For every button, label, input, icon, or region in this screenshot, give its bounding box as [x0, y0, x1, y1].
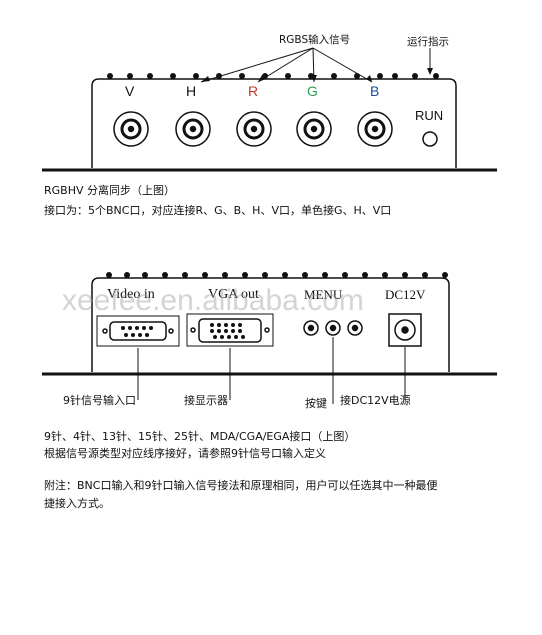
top-caption-line2: 接口为：5个BNC口，对应连接R、G、B、H、V口，单色接G、H、V口 — [44, 204, 392, 217]
bottom-caption-line1: 9针、4针、13针、15针、25针、MDA/CGA/EGA接口（上图） — [44, 430, 356, 443]
bottom-device-body — [91, 277, 450, 372]
menu-buttons — [303, 320, 363, 336]
vga-out-frame — [186, 313, 274, 347]
run-indicator-title: 运行指示 — [407, 36, 449, 48]
port-label-g: G — [307, 83, 318, 99]
bottom-device-bumps — [106, 272, 448, 278]
top-device-bumps — [107, 73, 439, 79]
callout-display: 接显示器 — [184, 394, 228, 407]
callout-dc-power: 接DC12V电源 — [340, 394, 411, 407]
top-device-body — [91, 78, 457, 168]
callout-9pin-input: 9针信号输入口 — [63, 394, 136, 407]
port-label-b: B — [370, 83, 380, 99]
vga-out-label: VGA out — [208, 287, 259, 302]
note-line2: 捷接入方式。 — [44, 497, 110, 510]
menu-label: MENU — [304, 287, 343, 302]
callout-leaders — [137, 337, 406, 404]
dc-jack — [388, 313, 422, 347]
bnc-connectors — [113, 111, 393, 147]
bottom-device — [42, 272, 497, 404]
bottom-caption-line2: 根据信号源类型对应线序接好，请参照9针信号口输入定义 — [44, 447, 326, 460]
top-caption-line1: RGBHV 分离同步（上图） — [44, 184, 176, 197]
port-label-h: H — [186, 83, 197, 99]
vga-shell — [198, 318, 262, 343]
video-in-frame — [96, 315, 180, 347]
rgbs-signal-label: RGBS输入信号 — [279, 34, 351, 46]
dc12v-label: DC12V — [385, 287, 426, 302]
run-arrowhead — [427, 68, 433, 75]
vga-pins — [210, 323, 245, 339]
db9-pins — [121, 326, 153, 337]
top-device — [42, 47, 497, 172]
watermark: xeefee.en.alibaba.com — [62, 284, 364, 317]
rgbs-arrowheads — [201, 75, 372, 82]
port-label-r: R — [248, 83, 259, 99]
video-in-label: Video in — [107, 287, 155, 302]
run-label: RUN — [415, 108, 444, 123]
db9-shell — [109, 321, 167, 341]
port-label-v: V — [125, 83, 135, 99]
run-led — [422, 131, 438, 147]
callout-buttons: 按键 — [305, 397, 327, 410]
note-line1: 附注：BNC口输入和9针口输入信号接法和原理相同，用户可以任选其中一种最便 — [44, 479, 438, 492]
